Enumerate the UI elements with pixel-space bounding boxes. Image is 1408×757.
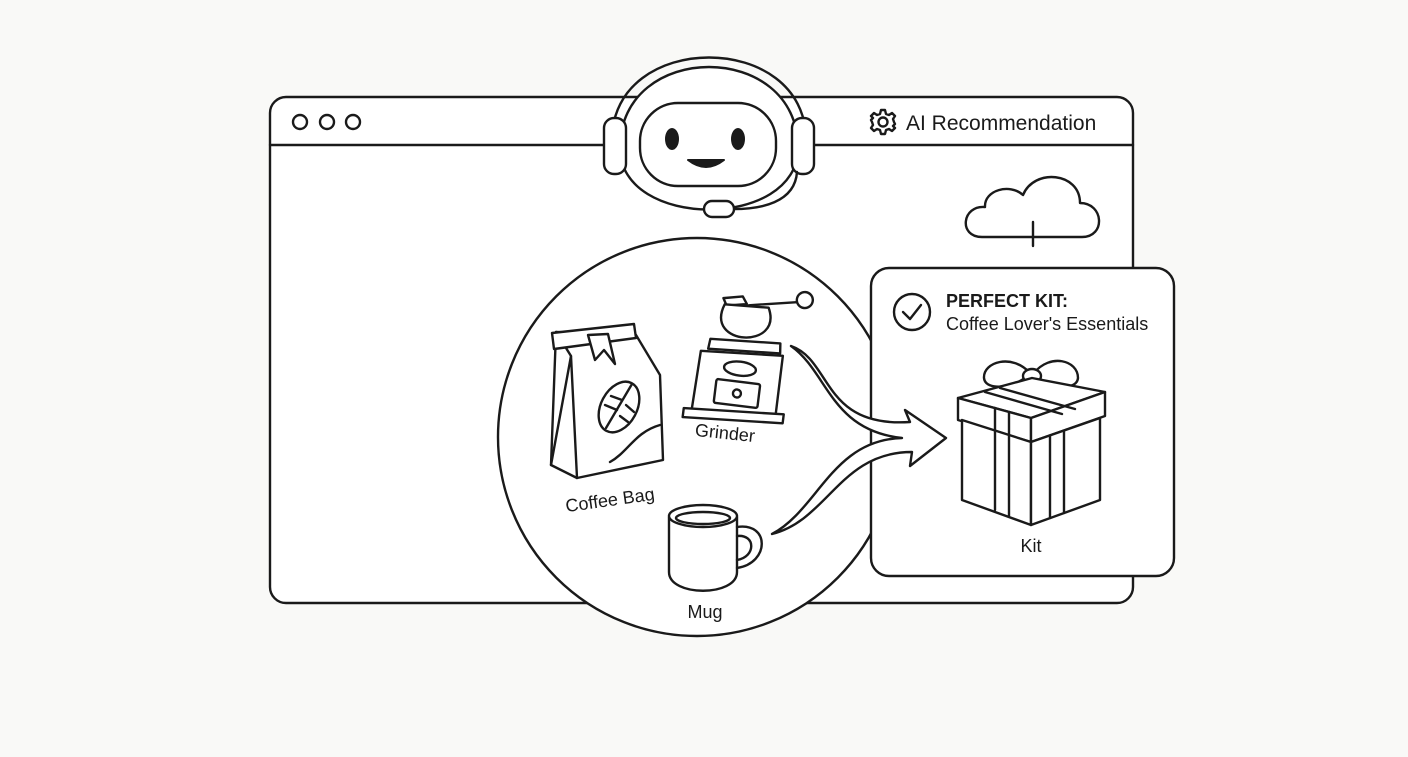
flow-arrow bbox=[770, 344, 948, 536]
window-control-dot[interactable] bbox=[318, 113, 336, 131]
check-circle-icon bbox=[892, 292, 932, 332]
coffee-bag-icon bbox=[549, 322, 665, 480]
result-subheading: Coffee Lover's Essentials bbox=[946, 314, 1148, 334]
robot-headset-icon bbox=[602, 56, 816, 219]
window-control-dot[interactable] bbox=[344, 113, 362, 131]
kit-label: Kit bbox=[1020, 536, 1041, 556]
coffee-grinder-icon bbox=[681, 290, 815, 425]
cloud-icon bbox=[964, 175, 1101, 248]
result-heading: PERFECT KIT: bbox=[946, 291, 1068, 311]
gear-icon bbox=[869, 108, 897, 136]
mug-label: Mug bbox=[687, 602, 722, 622]
window-controls bbox=[291, 113, 362, 131]
gift-box-icon bbox=[956, 359, 1107, 527]
window-title: AI Recommendation bbox=[906, 112, 1096, 135]
mug-icon bbox=[667, 503, 763, 592]
window-control-dot[interactable] bbox=[291, 113, 309, 131]
